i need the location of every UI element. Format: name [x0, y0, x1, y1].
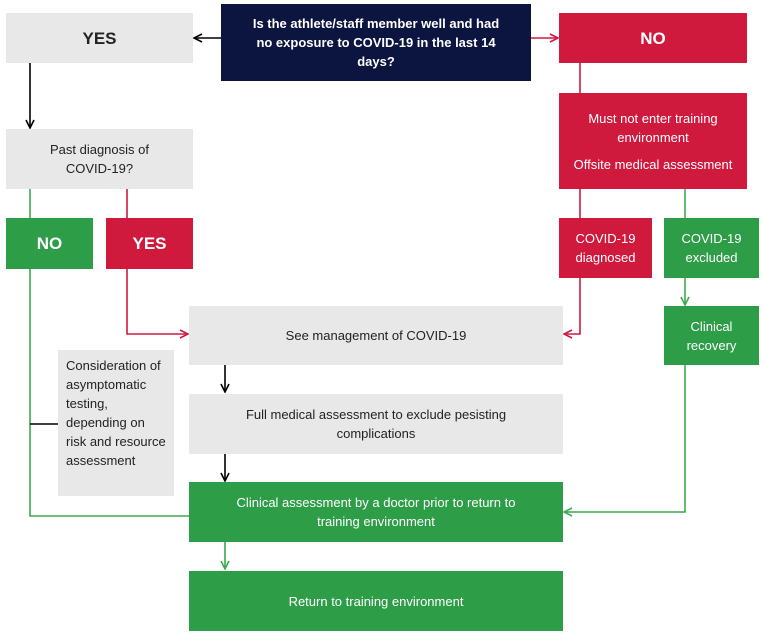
clinical-assessment-text: Clinical assessment by a doctor prior to… — [236, 495, 516, 529]
full-assessment-box: Full medical assessment to exclude pesis… — [189, 394, 563, 454]
see-management-text: See management of COVID-19 — [285, 328, 467, 343]
clinical-assessment-box: Clinical assessment by a doctor prior to… — [189, 482, 563, 542]
clinical-recovery-box: Clinical recovery — [664, 306, 759, 365]
covid-excluded-text: COVID-19 excluded — [681, 231, 742, 265]
yes-box: YES — [6, 13, 193, 63]
past-diagnosis-box: Past diagnosis of COVID-19? — [6, 129, 193, 189]
question-text: Is the athlete/staff member well and had… — [252, 16, 500, 69]
arrow-yes-to-see-management — [126, 269, 188, 334]
asymptomatic-testing-box: Consideration of asymptomatic testing, d… — [58, 350, 174, 496]
past-no-label: NO — [36, 234, 63, 253]
line-no-to-clinical-assessment — [29, 269, 189, 517]
offsite-assessment-text: Offsite medical assessment — [573, 156, 733, 172]
asymptomatic-testing-text: Consideration of asymptomatic testing, d… — [66, 358, 166, 468]
no-box: NO — [559, 13, 747, 63]
covid-diagnosed-text: COVID-19 diagnosed — [575, 231, 636, 265]
return-to-training-box: Return to training environment — [189, 571, 563, 631]
yes-label: YES — [82, 28, 117, 48]
covid-excluded-box: COVID-19 excluded — [664, 218, 759, 278]
covid-diagnosed-box: COVID-19 diagnosed — [559, 218, 652, 278]
past-yes-label: YES — [132, 234, 167, 253]
full-assessment-text: Full medical assessment to exclude pesis… — [245, 407, 507, 441]
must-not-enter-box: Must not enter training environment Offs… — [559, 93, 747, 189]
arrow-recovery-to-clinical-assessment — [564, 365, 686, 512]
question-box: Is the athlete/staff member well and had… — [221, 4, 531, 81]
past-diagnosis-text: Past diagnosis of COVID-19? — [49, 142, 149, 176]
must-not-enter-text: Must not enter training environment — [588, 110, 718, 145]
return-to-training-text: Return to training environment — [288, 593, 464, 609]
no-label: NO — [640, 28, 666, 48]
clinical-recovery-text: Clinical recovery — [686, 318, 737, 353]
see-management-box: See management of COVID-19 — [189, 306, 563, 365]
past-no-box: NO — [6, 218, 93, 269]
arrow-diagnosed-to-see-management — [564, 278, 581, 334]
past-yes-box: YES — [106, 218, 193, 269]
